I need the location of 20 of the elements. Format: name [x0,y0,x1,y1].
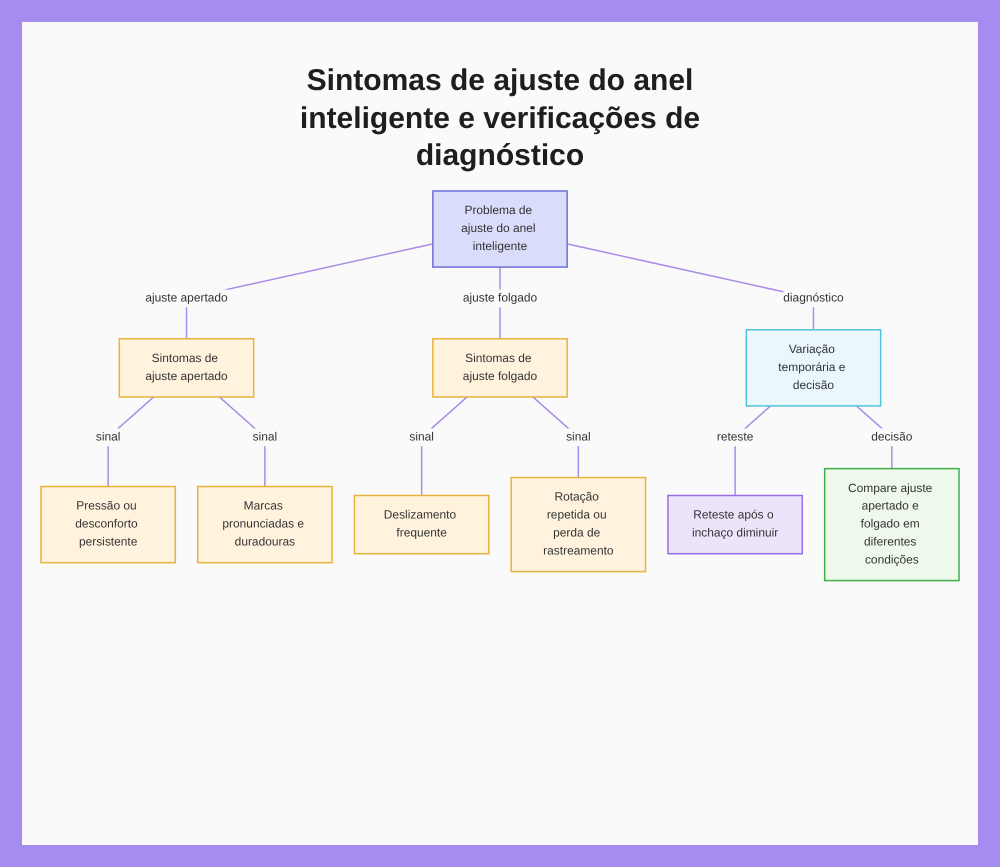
edge-label: reteste [716,430,754,443]
node-box: Reteste após o inchaço diminuir [667,494,804,554]
node-box: Deslizamento frequente [354,494,490,554]
edge-label: sinal [252,430,278,443]
edge-label: diagnóstico [783,291,844,304]
node-box: Marcas pronunciadas e duradouras [196,485,333,563]
edge-label: ajuste folgado [462,291,538,304]
diagram-title: Sintomas de ajuste do anel inteligente e verificações de diagnóstico [298,63,702,174]
edge-label: sinal [96,430,120,443]
node-box: Sintomas de ajuste apertado [118,338,254,398]
node-box: Variação temporária e decisão [746,328,882,406]
edge-label: decisão [871,430,912,443]
node-box: Problema de ajuste do anel inteligente [432,190,568,268]
node-box: Compare ajuste apertado e folgado em diferentes condições [824,467,960,581]
edge-label: ajuste apertado [145,291,228,304]
edge-label: sinal [566,430,591,443]
node-box: Rotação repetida ou perda de rastreamento [510,476,646,572]
edge-label: sinal [409,430,434,443]
node-box: Pressão ou desconforto persistente [40,485,176,563]
node-box: Sintomas de ajuste folgado [432,338,568,398]
